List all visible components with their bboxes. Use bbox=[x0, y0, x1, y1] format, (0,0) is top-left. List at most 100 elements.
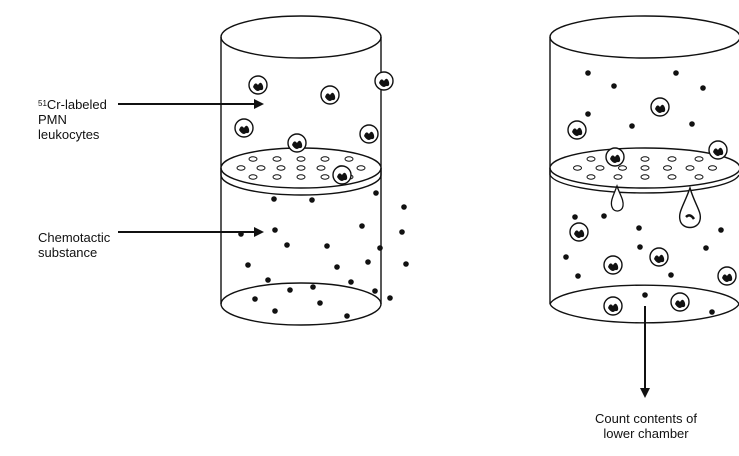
filter-pore-icon bbox=[320, 174, 330, 180]
chemoattractant-dot-icon bbox=[673, 70, 679, 76]
right-chamber-top-rim bbox=[549, 15, 739, 59]
filter-pore-icon bbox=[356, 165, 366, 171]
filter-pore-icon bbox=[320, 156, 330, 162]
chemoattractant-dot-icon bbox=[703, 245, 709, 251]
chemoattractant-dot-icon bbox=[709, 309, 715, 315]
filter-pore-icon bbox=[667, 174, 677, 180]
left-filter-pores bbox=[236, 156, 366, 180]
leukocyte-cell-icon bbox=[708, 140, 728, 160]
chemoattractant-dot-icon bbox=[585, 70, 591, 76]
leukocyte-cells bbox=[234, 71, 737, 316]
filter-pore-icon bbox=[272, 174, 282, 180]
left-filter-edge bbox=[220, 168, 382, 196]
label-chemotactic-substance: Chemotactic substance bbox=[38, 230, 110, 260]
migrating-cell-drop-small bbox=[610, 184, 624, 212]
leukocyte-cell-icon bbox=[320, 85, 340, 105]
chemoattractant-dot-icon bbox=[575, 273, 581, 279]
filter-pore-icon bbox=[694, 174, 704, 180]
filter-pore-icon bbox=[586, 174, 596, 180]
chemoattractant-dot-icon bbox=[668, 272, 674, 278]
filter-pore-icon bbox=[248, 174, 258, 180]
chemoattractant-dot-icon bbox=[601, 213, 607, 219]
label-count-line2: lower chamber bbox=[603, 426, 689, 441]
filter-pore-icon bbox=[296, 156, 306, 162]
chemoattractant-dot-icon bbox=[572, 214, 578, 220]
chemoattractant-dot-icon bbox=[348, 279, 354, 285]
left-chamber-top-rim bbox=[220, 15, 382, 59]
chemoattractant-dot-icon bbox=[585, 111, 591, 117]
filter-pore-icon bbox=[694, 156, 704, 162]
chemoattractant-dot-icon bbox=[642, 292, 648, 298]
chemoattractant-dot-icon bbox=[372, 288, 378, 294]
chemoattractant-dot-icon bbox=[310, 284, 316, 290]
leukocyte-cell-icon bbox=[287, 133, 307, 153]
filter-pore-icon bbox=[296, 165, 306, 171]
chemoattractant-dot-icon bbox=[636, 225, 642, 231]
leukocyte-cell-icon bbox=[359, 124, 379, 144]
label-count-line1: Count contents of bbox=[595, 411, 697, 426]
chemoattractant-dot-icon bbox=[387, 295, 393, 301]
chemoattractant-dot-icon bbox=[317, 300, 323, 306]
filter-pore-icon bbox=[640, 165, 650, 171]
label-leukocytes: leukocytes bbox=[38, 127, 100, 142]
filter-pore-icon bbox=[640, 156, 650, 162]
leukocyte-cell-icon bbox=[603, 255, 623, 275]
chemoattractant-dot-icon bbox=[287, 287, 293, 293]
leukocyte-cell-icon bbox=[717, 266, 737, 286]
leukocyte-cell-icon bbox=[374, 71, 394, 91]
chemoattractant-dot-icon bbox=[271, 196, 277, 202]
chemoattractant-dot-icon bbox=[403, 261, 409, 267]
leukocyte-cell-icon bbox=[670, 292, 690, 312]
chemoattractant-dot-icon bbox=[563, 254, 569, 260]
label-substance: substance bbox=[38, 245, 98, 260]
filter-pore-icon bbox=[708, 165, 717, 171]
leukocyte-cell-icon bbox=[605, 147, 625, 167]
filter-pore-icon bbox=[316, 165, 326, 171]
left-chamber-bottom-back bbox=[220, 282, 382, 305]
chemoattractant-dot-icon bbox=[373, 190, 379, 196]
filter-pore-icon bbox=[248, 156, 258, 162]
filter-pore-icon bbox=[685, 165, 695, 171]
chemoattractant-dot-icon bbox=[689, 121, 695, 127]
chemoattractant-dot-icon bbox=[359, 223, 365, 229]
chemoattractant-dot-icon bbox=[611, 83, 617, 89]
filter-pore-icon bbox=[256, 165, 266, 171]
chemoattractant-dot-icon bbox=[629, 123, 635, 129]
label-count-contents: Count contents of lower chamber bbox=[568, 411, 724, 441]
label-cr-isotope: 51 bbox=[38, 99, 47, 108]
leukocyte-cell-icon bbox=[649, 247, 669, 267]
chemoattractant-dot-icon bbox=[377, 245, 383, 251]
filter-pore-icon bbox=[613, 174, 623, 180]
leukocyte-cell-icon bbox=[650, 97, 670, 117]
filter-pore-icon bbox=[236, 165, 246, 171]
chemoattractant-dot-icon bbox=[637, 244, 643, 250]
chemoattractant-dot-icon bbox=[324, 243, 330, 249]
label-cr-labeled-pmn: 51Cr-labeled PMN leukocytes bbox=[38, 97, 107, 142]
chemoattractant-dot-icon bbox=[265, 277, 271, 283]
chemoattractant-dot-icon bbox=[344, 313, 350, 319]
filter-pore-icon bbox=[272, 156, 282, 162]
filter-pore-icon bbox=[296, 174, 306, 180]
chemoattractant-dot-icon bbox=[245, 262, 251, 268]
chemoattractant-dot-icon bbox=[399, 229, 405, 235]
leukocyte-cell-icon bbox=[234, 118, 254, 138]
right-filter-edge bbox=[549, 168, 739, 194]
label-cr-labeled: Cr-labeled bbox=[46, 97, 107, 112]
filter-pore-icon bbox=[276, 165, 286, 171]
label-pmn: PMN bbox=[38, 112, 67, 127]
filter-pore-icon bbox=[573, 165, 582, 171]
filter-pore-icon bbox=[618, 165, 627, 171]
filter-pore-icon bbox=[586, 156, 596, 162]
filter-pore-icon bbox=[640, 174, 650, 180]
leukocyte-cell-icon bbox=[567, 120, 587, 140]
chemoattractant-dot-icon bbox=[272, 308, 278, 314]
filter-pore-icon bbox=[667, 156, 677, 162]
migrating-cell-drop-large bbox=[678, 185, 702, 229]
chemoattractant-dot-icon bbox=[365, 259, 371, 265]
right-chamber-bottom-back bbox=[549, 284, 739, 305]
chemoattractant-dot-icon bbox=[252, 296, 258, 302]
label-chemotactic: Chemotactic bbox=[38, 230, 111, 245]
chemoattractant-dot-icon bbox=[700, 85, 706, 91]
chemoattractant-dot-icon bbox=[401, 204, 407, 210]
